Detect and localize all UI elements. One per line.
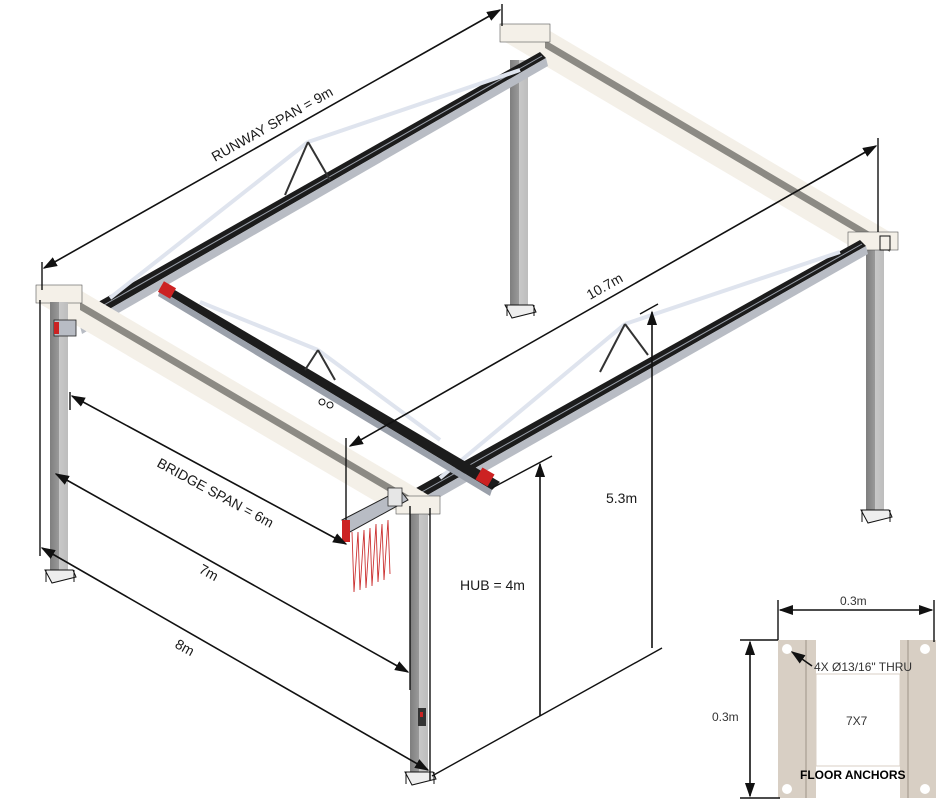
anchor-hole-callout: 4X Ø13/16" THRU [814,660,912,674]
anchor-width-label: 0.3m [840,594,867,608]
anchor-column-size: 7X7 [846,714,868,728]
header-beam-back [505,28,890,252]
wall-control-box [418,708,426,726]
floor-anchors-title: FLOOR ANCHORS [800,768,906,782]
column-back-right [860,248,893,524]
anchor-hole [782,784,792,794]
header-beam-left [35,284,430,516]
column-base-plate [860,509,893,524]
anchor-height-label: 0.3m [712,710,739,724]
dim-runway-span [41,4,503,290]
column-base-plate [404,771,437,786]
dim-bridge-span [69,392,348,545]
column-base-plate [44,569,77,584]
label-runway-span: RUNWAY SPAN = 9m [209,83,336,164]
anchor-hole [920,644,930,654]
header-beam-back-cap [499,23,551,43]
label-overall-length: 10.7m [584,270,626,303]
column-back-center [504,60,537,319]
label-height-5-3m: 5.3m [606,490,637,506]
dim-height-5-3m [431,303,663,777]
column-front-left [44,302,77,584]
dim-width-8m [39,300,431,780]
label-width-8m: 8m [173,636,198,659]
festoon-cable [351,519,391,593]
anchor-hole [920,784,930,794]
label-bridge-span: BRIDGE SPAN = 6m [155,455,277,531]
column-front-center [395,495,441,786]
dim-hub-height [491,455,553,716]
column-base-plate [504,304,537,319]
hoist-trolley [318,398,334,409]
label-hub-height: HUB = 4m [460,577,525,593]
anchor-hole [782,644,792,654]
floor-anchor-detail: 0.3m 0.3m 4X Ø13/16" THRU 7X7 FLOOR ANCH… [712,594,936,799]
